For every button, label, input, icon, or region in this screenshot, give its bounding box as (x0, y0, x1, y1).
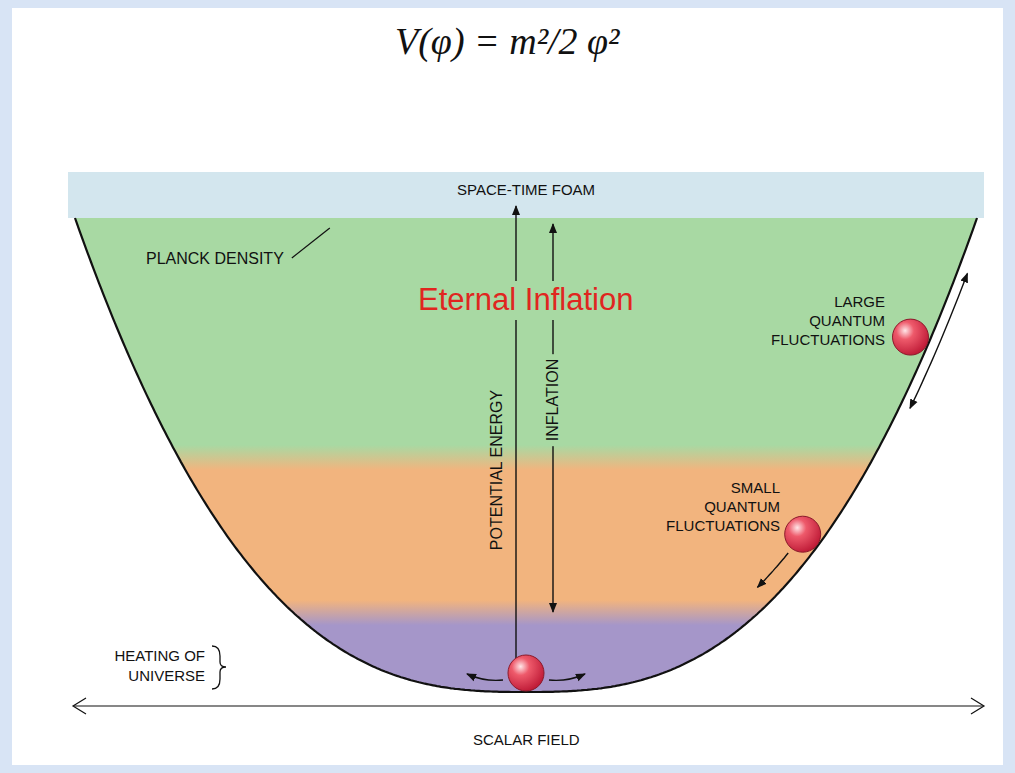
oscillation-arrow (467, 674, 503, 680)
fluctuation-label: LARGE QUANTUM FLUCTUATIONS (755, 292, 885, 349)
field-axis (74, 705, 983, 706)
region-heading: Eternal Inflation (413, 281, 638, 320)
phase-label: HEATING OF UNIVERSE (95, 646, 205, 686)
field-ball (508, 655, 544, 691)
region-label: SPACE-TIME FOAM (452, 181, 600, 200)
axis-label: SCALAR FIELD (473, 731, 580, 750)
potential-curve (75, 218, 977, 692)
callout-label: PLANCK DENSITY (146, 249, 284, 269)
axis-label: INFLATION (543, 354, 563, 446)
field-ball (785, 516, 821, 552)
axis-arrowhead (73, 698, 86, 714)
bracket (212, 646, 226, 689)
axis-arrowhead (971, 698, 984, 714)
space-time-foam-band (68, 172, 984, 218)
energy-arrow (515, 206, 516, 658)
leader-line (292, 228, 330, 258)
fluctuation-arrow (758, 553, 789, 587)
axis-label: POTENTIAL ENERGY (487, 390, 507, 550)
field-ball (893, 319, 929, 355)
fluctuation-label: SMALL QUANTUM FLUCTUATIONS (658, 478, 780, 535)
formula-title: V(φ) = m²/2 φ² (395, 18, 620, 66)
oscillation-arrow (549, 674, 585, 680)
potential-bowl-fill (75, 218, 977, 692)
